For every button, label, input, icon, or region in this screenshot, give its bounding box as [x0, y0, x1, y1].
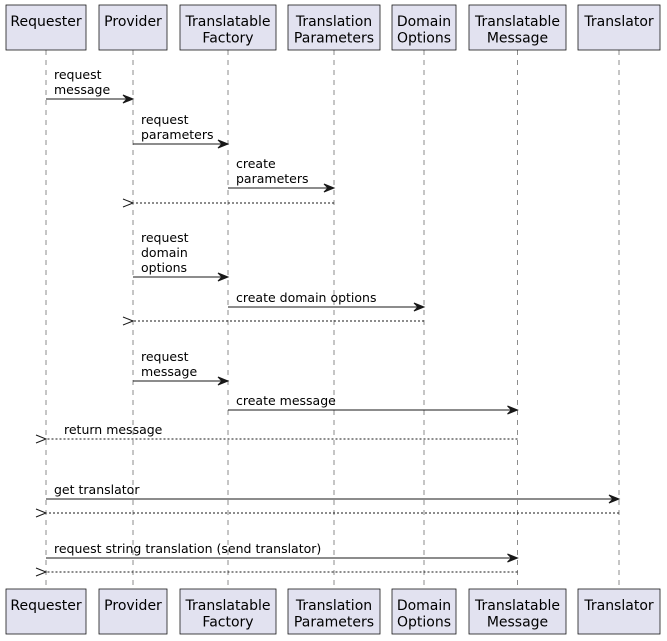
- arrowhead-open: [35, 508, 48, 518]
- participant-label: Translator: [583, 598, 654, 614]
- arrowhead-open: [122, 316, 135, 326]
- arrowhead-filled: [507, 405, 519, 415]
- message-label: domain: [141, 245, 188, 260]
- participant-translator-bottom: Translator: [577, 588, 661, 635]
- participant-box: [391, 588, 457, 635]
- participant-label: Translation: [295, 598, 372, 614]
- participant-box: [179, 4, 277, 51]
- arrowhead-filled: [608, 494, 621, 504]
- message-label: message: [141, 364, 197, 379]
- participant-label: Message: [487, 31, 548, 47]
- participant-box: [468, 588, 567, 635]
- arrowhead-filled: [217, 139, 230, 149]
- message-6: create domain options: [228, 290, 426, 312]
- participant-label: Translation: [295, 14, 372, 30]
- participant-provider-bottom: Provider: [98, 588, 168, 635]
- participant-box: [5, 4, 87, 51]
- participant-box: [98, 588, 168, 635]
- message-label: message: [54, 82, 110, 97]
- participant-requester-bottom: Requester: [5, 588, 87, 635]
- participant-label: Options: [397, 615, 451, 631]
- arrowhead-filled: [413, 302, 426, 312]
- arrowhead-filled: [323, 183, 336, 193]
- participant-box: [287, 588, 381, 635]
- arrowhead-filled: [217, 272, 230, 282]
- participant-label: Translatable: [474, 598, 560, 614]
- message-9: create message: [228, 393, 519, 415]
- participant-label: Message: [487, 615, 548, 631]
- message-10: return message: [35, 422, 518, 444]
- message-7: [122, 316, 424, 326]
- message-label: options: [141, 260, 187, 275]
- message-13: request string translation (send transla…: [46, 541, 519, 563]
- message-label: request: [141, 112, 189, 127]
- participant-label: Factory: [202, 31, 253, 47]
- participant-box: [5, 588, 87, 635]
- participant-label: Requester: [10, 598, 81, 614]
- message-label: create message: [236, 393, 336, 408]
- arrowhead-open: [35, 434, 48, 444]
- message-label: create domain options: [236, 290, 376, 305]
- participant-label: Domain: [397, 598, 451, 614]
- message-4: [122, 198, 334, 208]
- message-11: get translator: [46, 482, 621, 504]
- message-label: request string translation (send transla…: [54, 541, 321, 556]
- arrowhead-filled: [217, 376, 230, 386]
- message-label: return message: [64, 422, 163, 437]
- participant-box: [98, 4, 168, 51]
- arrowhead-open: [35, 567, 48, 577]
- arrowhead-filled: [507, 553, 519, 563]
- participant-label: Translatable: [474, 14, 560, 30]
- participant-label: Parameters: [294, 31, 374, 47]
- participant-label: Options: [397, 31, 451, 47]
- participant-label: Provider: [104, 14, 162, 30]
- participant-box: [287, 4, 381, 51]
- participant-requester-top: Requester: [5, 4, 87, 51]
- participant-label: Domain: [397, 14, 451, 30]
- participant-box: [577, 588, 661, 635]
- participant-label: Translator: [583, 14, 654, 30]
- message-label: request: [54, 67, 102, 82]
- participant-box: [391, 4, 457, 51]
- participant-provider-top: Provider: [98, 4, 168, 51]
- message-label: request: [141, 230, 189, 245]
- participant-label: Translatable: [185, 598, 271, 614]
- participant-label: Translatable: [185, 14, 271, 30]
- message-label: parameters: [236, 171, 309, 186]
- participant-box: [468, 4, 567, 51]
- message-label: get translator: [54, 482, 140, 497]
- participant-label: Requester: [10, 14, 81, 30]
- participant-label: Provider: [104, 598, 162, 614]
- message-14: [35, 567, 518, 577]
- message-label: create: [236, 156, 276, 171]
- participant-box: [179, 588, 277, 635]
- arrowhead-filled: [122, 94, 135, 104]
- participant-translator-top: Translator: [577, 4, 661, 51]
- message-label: request: [141, 349, 189, 364]
- participant-label: Factory: [202, 615, 253, 631]
- arrowhead-open: [122, 198, 135, 208]
- participant-box: [577, 4, 661, 51]
- message-12: [35, 508, 619, 518]
- participant-label: Parameters: [294, 615, 374, 631]
- message-label: parameters: [141, 127, 214, 142]
